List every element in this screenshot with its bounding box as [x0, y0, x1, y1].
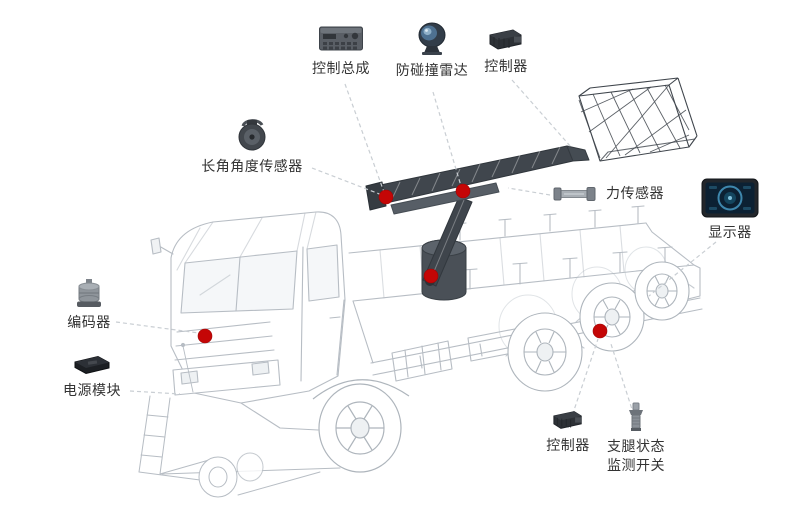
callout-controller-top: 控制器: [475, 26, 537, 77]
outrigger-switch-icon: [626, 402, 646, 432]
marker-dot-pedestal: [423, 268, 439, 284]
callout-controller-bottom: 控制器: [537, 408, 599, 456]
callout-label-angle-sensor: 长角角度传感器: [201, 159, 303, 175]
angle-sensor-icon: [233, 116, 271, 152]
power-module-icon: [73, 354, 111, 376]
truck-front-wheel: [312, 379, 410, 473]
callout-label-controller-bottom: 控制器: [546, 438, 590, 454]
connector-control-assembly: [344, 83, 385, 193]
marker-dot-boom-left: [378, 189, 394, 205]
controller-icon: [487, 26, 525, 52]
marker-dot-rear-axle: [592, 323, 608, 339]
encoder-icon: [72, 278, 106, 308]
marker-dot-cab: [197, 328, 213, 344]
callout-label-controller-top: 控制器: [484, 59, 528, 75]
callout-label-display: 显示器: [708, 225, 752, 241]
marker-dot-boom-mid: [455, 183, 471, 199]
front-outrigger-frame: [138, 342, 341, 498]
aerial-boom: [365, 145, 590, 287]
connector-power-module: [129, 390, 181, 395]
callout-label-force-sensor: 力传感器: [606, 186, 664, 202]
anti-collision-radar-icon: [414, 22, 450, 56]
connector-lines: [115, 79, 717, 429]
force-sensor-icon: [552, 185, 596, 203]
connector-display: [648, 241, 717, 297]
callout-outrigger-switch: 支腿状态 监测开关: [601, 402, 671, 476]
connector-controller-top: [511, 79, 572, 148]
callout-power-module: 电源模块: [54, 354, 130, 401]
location-markers: [197, 183, 608, 344]
callout-label-power-module: 电源模块: [63, 383, 121, 399]
control-assembly-icon: [318, 24, 364, 54]
display-icon: [701, 178, 759, 218]
connector-anti-collision-radar: [432, 91, 462, 187]
callout-label-outrigger-switch: 支腿状态 监测开关: [607, 439, 665, 474]
callout-label-anti-collision-radar: 防碰撞雷达: [395, 63, 469, 79]
callout-anti-collision-radar: 防碰撞雷达: [393, 22, 471, 81]
connector-angle-sensor: [311, 167, 383, 196]
controller-icon: [551, 408, 585, 431]
callout-control-assembly: 控制总成: [303, 24, 379, 79]
callout-display: 显示器: [699, 178, 761, 243]
callout-angle-sensor: 长角角度传感器: [192, 116, 312, 177]
callout-label-encoder: 编码器: [67, 315, 111, 331]
callout-force-sensor: 力传感器: [552, 185, 664, 204]
truck-cab: [150, 211, 346, 431]
connector-force-sensor: [507, 187, 551, 196]
callout-label-control-assembly: 控制总成: [312, 61, 370, 77]
callout-encoder: 编码器: [56, 278, 122, 333]
work-basket: [578, 77, 698, 162]
